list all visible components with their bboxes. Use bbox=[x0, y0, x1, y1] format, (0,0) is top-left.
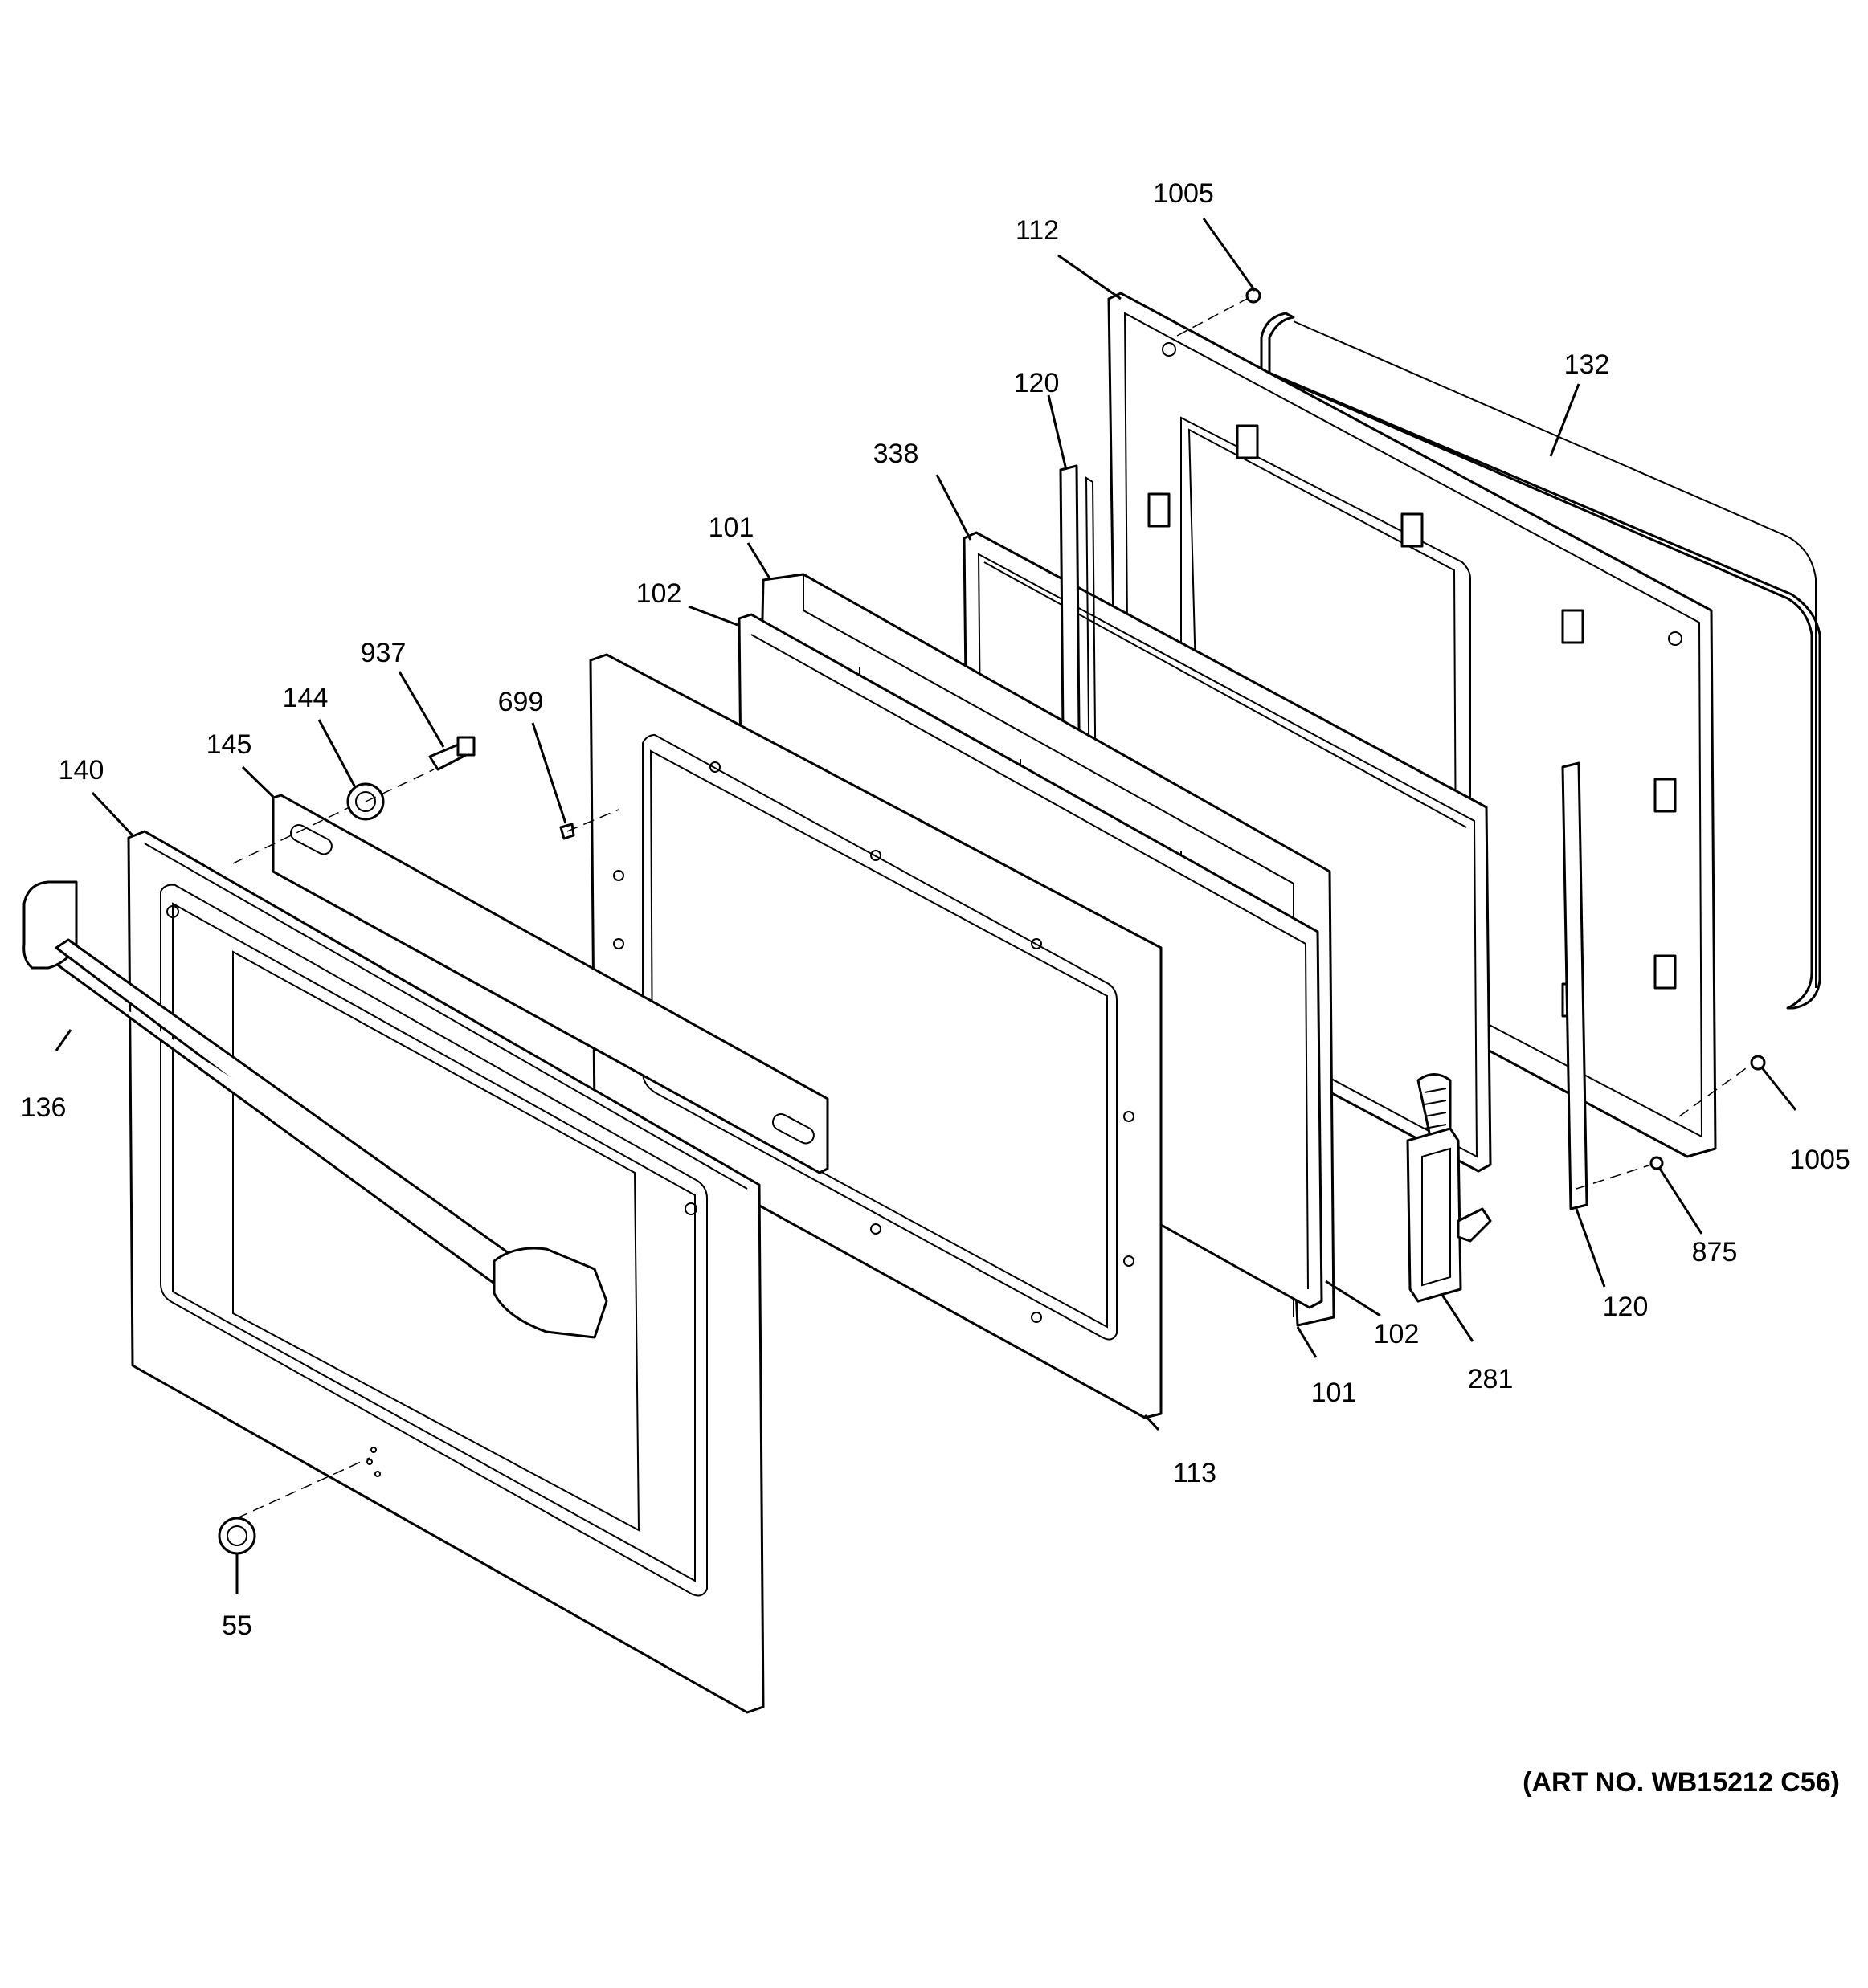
callout-113: 113 bbox=[1173, 1458, 1216, 1488]
callout-132: 132 bbox=[1564, 349, 1610, 380]
callout-1005-top: 1005 bbox=[1153, 178, 1214, 209]
part-1005-screw-top bbox=[1245, 288, 1261, 304]
assembly-lines bbox=[232, 298, 1752, 1519]
callout-136: 136 bbox=[21, 1092, 67, 1123]
part-875-screw bbox=[1649, 1156, 1664, 1170]
callout-1005-bottom: 1005 bbox=[1789, 1145, 1850, 1175]
callout-875: 875 bbox=[1692, 1237, 1738, 1268]
part-120-hinge-channel-right bbox=[1561, 761, 1588, 1210]
part-937-handle-screw bbox=[428, 736, 476, 771]
callout-102-bottom: 102 bbox=[1374, 1319, 1420, 1349]
callout-101-bottom: 101 bbox=[1311, 1378, 1357, 1408]
part-1005-screw-bottom bbox=[1750, 1055, 1766, 1071]
part-281-hinge bbox=[1406, 1073, 1492, 1303]
callout-145: 145 bbox=[206, 729, 252, 760]
callout-102-top: 102 bbox=[636, 578, 682, 609]
callout-112: 112 bbox=[1016, 215, 1059, 246]
callout-144: 144 bbox=[283, 683, 329, 713]
callout-120-bottom: 120 bbox=[1603, 1292, 1649, 1322]
leader-lines bbox=[55, 218, 1797, 1594]
callout-338: 338 bbox=[873, 439, 919, 469]
art-number-label: (ART NO. WB15212 C56) bbox=[1523, 1767, 1840, 1798]
part-140-outer-door-panel bbox=[127, 830, 765, 1714]
callout-120-top: 120 bbox=[1014, 368, 1060, 398]
callout-labels: 1005 112 132 120 338 101 102 937 699 144… bbox=[21, 178, 1850, 1641]
callout-101-top: 101 bbox=[709, 512, 754, 543]
part-136-door-handle bbox=[22, 880, 608, 1339]
callout-937: 937 bbox=[361, 638, 407, 668]
callout-55: 55 bbox=[222, 1610, 252, 1641]
part-132-door-gasket bbox=[1260, 312, 1821, 1010]
callout-140: 140 bbox=[59, 755, 104, 786]
callout-281: 281 bbox=[1468, 1364, 1514, 1394]
callout-699: 699 bbox=[498, 687, 544, 717]
part-145-handle-bracket bbox=[272, 794, 829, 1174]
part-55-cap bbox=[218, 1517, 256, 1555]
